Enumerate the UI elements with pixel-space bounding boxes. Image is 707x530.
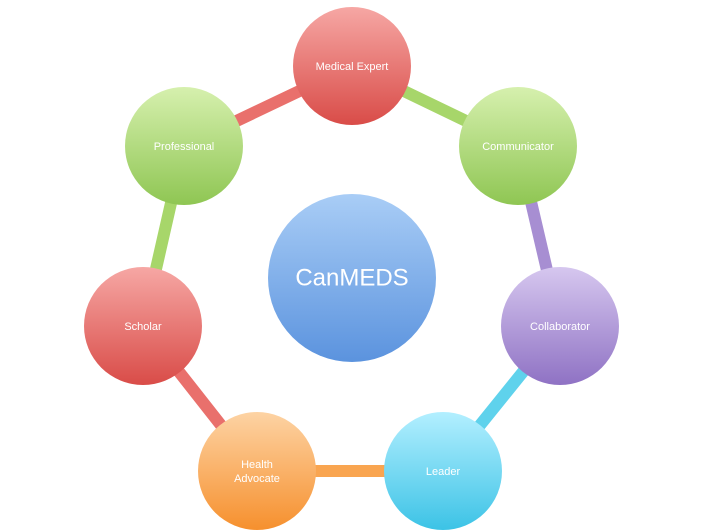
node-label-line: Professional (154, 141, 215, 153)
node-label-professional: Professional (154, 141, 215, 153)
node-circle-medical-expert (293, 7, 411, 125)
node-label-line: Communicator (482, 141, 554, 153)
node-professional: Professional (125, 87, 243, 205)
node-circle-leader (384, 412, 502, 530)
role-nodes: Medical ExpertCommunicatorCollaboratorLe… (84, 7, 619, 530)
node-label-communicator: Communicator (482, 141, 554, 153)
center-node: CanMEDS (268, 194, 436, 362)
node-leader: Leader (384, 412, 502, 530)
node-communicator: Communicator (459, 87, 577, 205)
node-circle-collaborator (501, 267, 619, 385)
node-label-line: Advocate (234, 473, 280, 485)
node-label-line: Scholar (124, 321, 162, 333)
node-label-leader: Leader (426, 466, 461, 478)
node-circle-scholar (84, 267, 202, 385)
node-circle-health-advocate (198, 412, 316, 530)
node-circle-professional (125, 87, 243, 205)
center-label: CanMEDS (295, 265, 408, 292)
node-label-collaborator: Collaborator (530, 321, 590, 333)
center-circle (268, 194, 436, 362)
node-medical-expert: Medical Expert (293, 7, 411, 125)
node-label-line: Leader (426, 466, 461, 478)
node-label-line: Health (241, 459, 273, 471)
node-label-line: Medical Expert (316, 61, 389, 73)
node-collaborator: Collaborator (501, 267, 619, 385)
node-scholar: Scholar (84, 267, 202, 385)
node-circle-communicator (459, 87, 577, 205)
node-label-line: Collaborator (530, 321, 590, 333)
node-label-scholar: Scholar (124, 321, 162, 333)
node-label-medical-expert: Medical Expert (316, 61, 389, 73)
